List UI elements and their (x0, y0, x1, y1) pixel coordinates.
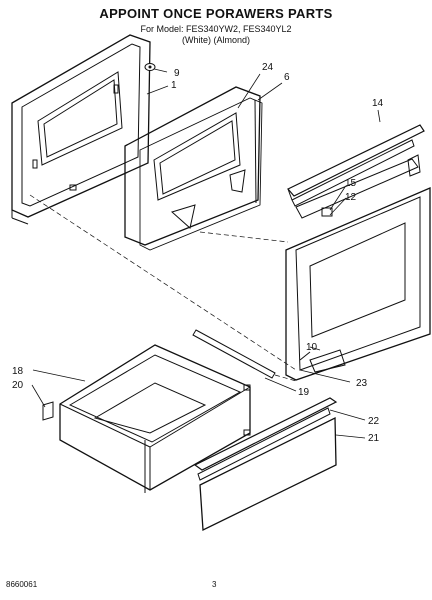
outer-door (11, 34, 151, 225)
callout-15: 15 (345, 178, 357, 189)
callout-18: 18 (12, 366, 24, 377)
diagram-title: APPOINT ONCE PORAWERS PARTS (99, 6, 333, 21)
drawer-body (59, 344, 251, 493)
color-line: (White) (Almond) (181, 35, 250, 45)
document-number: 8660061 (6, 580, 38, 589)
screw-part (144, 63, 156, 71)
side-panel (285, 187, 431, 381)
page-number: 3 (212, 580, 217, 589)
drawer-trim (193, 397, 338, 481)
top-trim (287, 124, 425, 207)
callout-14: 14 (372, 98, 384, 109)
vent-bracket (295, 154, 421, 219)
model-line: For Model: FES340YW2, FES340YL2 (140, 24, 292, 34)
callout-24: 24 (262, 62, 274, 73)
callout-6: 6 (284, 72, 290, 83)
callout-21: 21 (368, 433, 380, 444)
callout-10: 10 (306, 342, 318, 353)
callout-22: 22 (368, 416, 380, 427)
inner-door-panel (139, 97, 263, 251)
callout-1: 1 (171, 80, 177, 91)
drawer-front-panel (199, 416, 337, 532)
drawer-clip (42, 401, 54, 421)
door-liner (124, 86, 261, 246)
callout-19: 19 (298, 387, 310, 398)
drawer-slide (192, 329, 276, 379)
callout-12: 12 (345, 192, 357, 203)
callout-20: 20 (12, 380, 24, 391)
callout-23: 23 (356, 378, 368, 389)
callout-9: 9 (174, 68, 180, 79)
